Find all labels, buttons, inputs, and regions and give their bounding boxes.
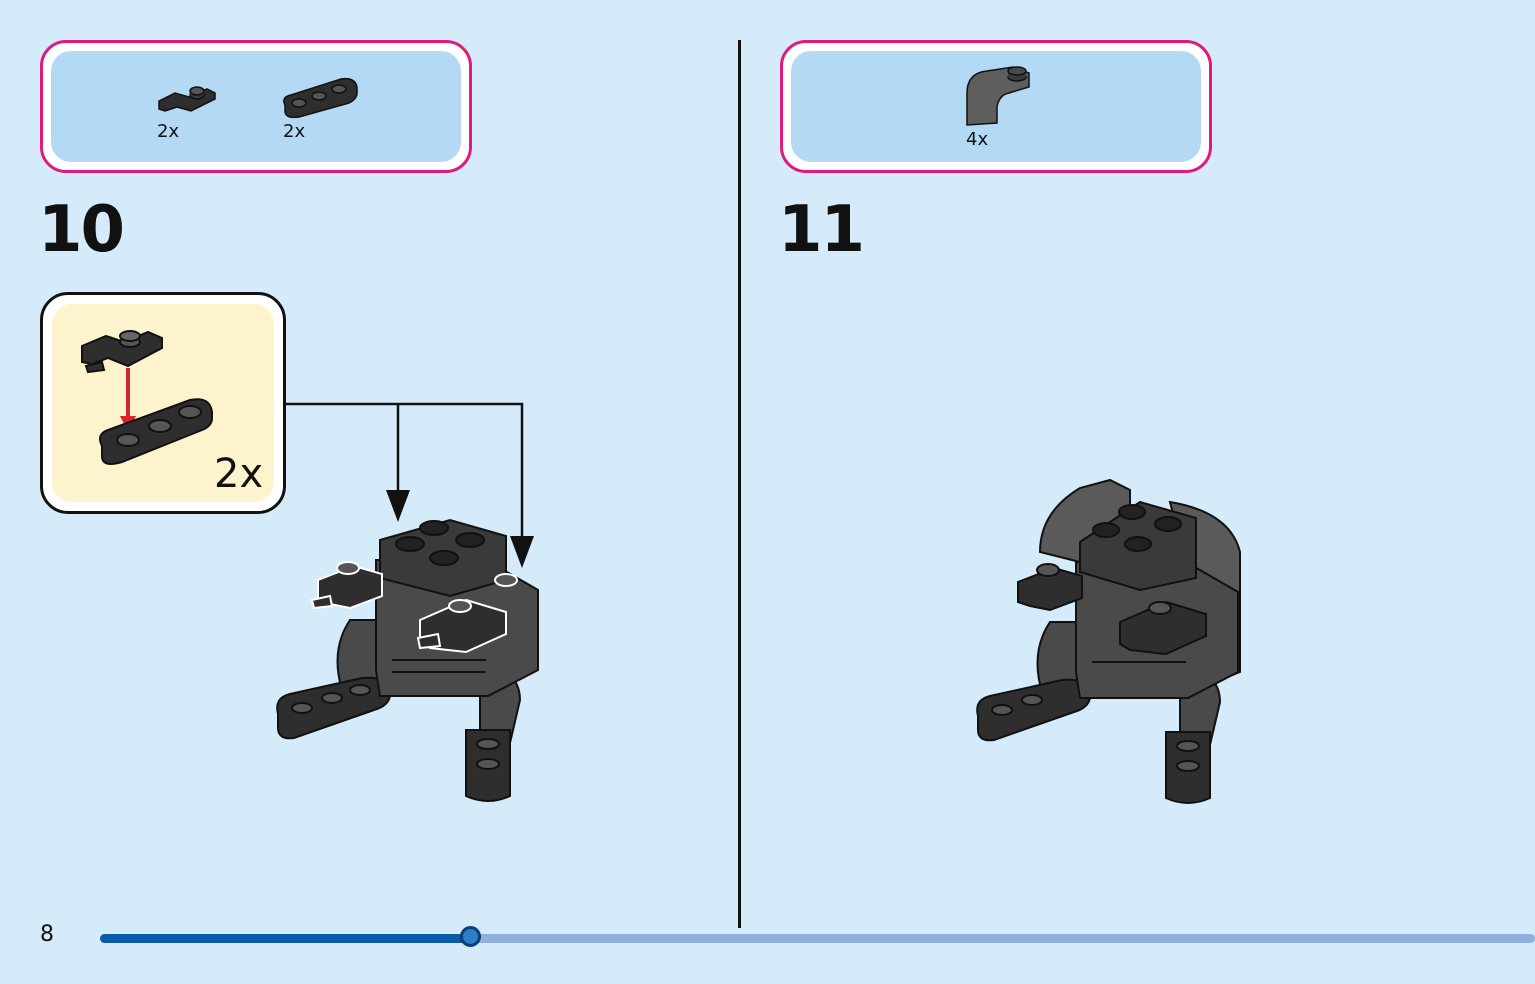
callout-connector-arrows [284,402,534,568]
plate-clip-1x1-icon [158,86,216,112]
plate-rounded-1x3-icon [283,77,358,119]
progress-marker-icon [459,926,481,947]
progress-bar [100,926,1535,947]
step-number: 11 [778,193,865,267]
model-step-10 [276,518,539,802]
subassembly-panel: 2x [52,304,274,502]
parts-callout-step-10: 2x 2x [40,40,472,173]
part-qty: 2x [283,121,306,142]
subassembly-callout: 2x [40,292,286,514]
parts-callout-step-11: 4x [780,40,1212,173]
part-qty: 4x [966,129,989,150]
parts-callout-panel: 4x [791,51,1201,162]
part-qty: 2x [157,121,180,142]
step-number: 10 [38,193,125,267]
subassembly-qty: 2x [214,451,264,497]
curved-slope-brick-icon [966,66,1030,126]
progress-fill [100,934,470,943]
subassembly-illustration [81,330,213,465]
page-divider [738,40,741,928]
model-step-11 [976,478,1241,804]
page-number: 8 [40,922,54,947]
parts-callout-panel: 2x 2x [51,51,461,162]
